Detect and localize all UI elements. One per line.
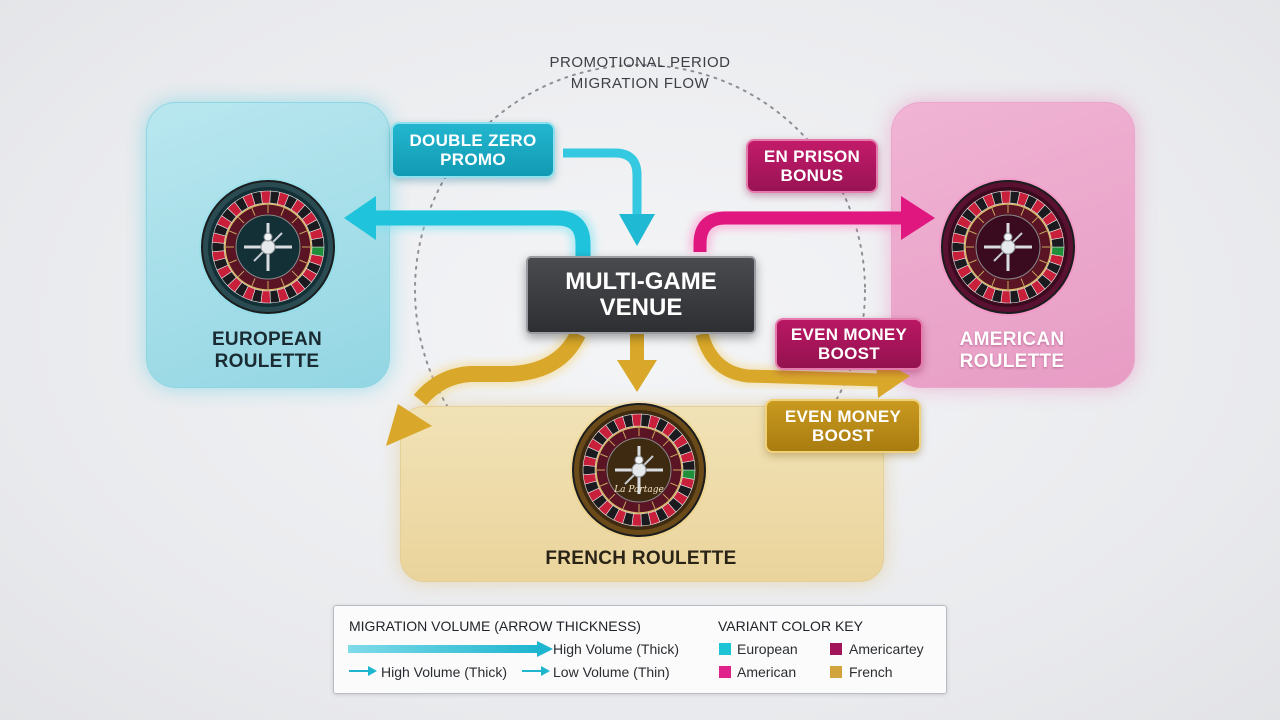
- wheel-pocket: [211, 241, 225, 253]
- arrow-to-european: [372, 210, 591, 258]
- french-roulette-label: FRENCH ROULETTE: [400, 548, 882, 570]
- legend-item-french: French: [849, 664, 893, 680]
- american-roulette-label: AMERICAN ROULETTE: [891, 329, 1133, 373]
- even-money-boost-tag-magenta: EVEN MONEY BOOST: [775, 318, 923, 370]
- arrow-head-venue-top: [619, 214, 655, 246]
- wheel-pocket: [631, 413, 642, 427]
- european-label-line-2: ROULETTE: [214, 351, 320, 372]
- arrow-head-european: [344, 196, 376, 240]
- european-roulette-wheel-icon: [199, 178, 337, 316]
- arrow-promo-to-venue: [563, 148, 642, 218]
- european-roulette-label: EUROPEAN ROULETTE: [146, 329, 388, 373]
- arrow-head-french: [617, 360, 657, 392]
- legend-color-heading: VARIANT COLOR KEY: [718, 618, 863, 634]
- wheel-pocket: [951, 241, 965, 253]
- venue-line-1: MULTI-GAME: [565, 268, 717, 295]
- arrow-to-french-left: [413, 330, 586, 406]
- wheel-pocket: [1051, 237, 1065, 248]
- en-prison-line-1: EN PRISON: [763, 147, 861, 166]
- wheel-pocket: [311, 237, 325, 248]
- double-zero-line-2: PROMO: [440, 150, 506, 169]
- multi-game-venue-node: MULTI-GAME VENUE: [526, 256, 756, 334]
- even-money-boost-tag-gold: EVEN MONEY BOOST: [765, 399, 921, 453]
- arrow-to-american: [693, 211, 903, 252]
- american-label-line-1: AMERICAN: [959, 329, 1065, 350]
- legend-box: MIGRATION VOLUME (ARROW THICKNESS) High …: [333, 605, 947, 694]
- american-roulette-wheel-icon: [939, 178, 1077, 316]
- french-label-text: FRENCH ROULETTE: [545, 548, 737, 569]
- even-money-1-line-2: BOOST: [818, 344, 880, 363]
- wheel-pocket: [682, 460, 696, 471]
- title-line-2: MIGRATION FLOW: [570, 75, 710, 92]
- thin-arrow-sample-2: [522, 666, 550, 676]
- venue-line-2: VENUE: [599, 294, 683, 321]
- wheel-pocket: [1000, 190, 1011, 204]
- legend-thick-label-right: High Volume (Thick): [553, 641, 680, 657]
- wheel-text: La Partage: [613, 485, 664, 495]
- en-prison-bonus-tag: EN PRISON BONUS: [746, 139, 878, 193]
- even-money-1-line-1: EVEN MONEY: [790, 325, 908, 344]
- legend-item-americartey: Americartey: [849, 641, 924, 657]
- diagram-title: PROMOTIONAL PERIOD MIGRATION FLOW: [500, 52, 780, 94]
- double-zero-promo-tag: DOUBLE ZERO PROMO: [391, 122, 555, 178]
- title-line-1: PROMOTIONAL PERIOD: [549, 54, 731, 71]
- arrow-venue-down: [630, 332, 644, 362]
- european-label-line-1: EUROPEAN: [211, 329, 323, 350]
- swatch-americartey: [830, 643, 842, 655]
- double-zero-line-1: DOUBLE ZERO: [409, 131, 537, 150]
- arrow-head-american: [901, 196, 935, 240]
- wheel-pocket: [260, 190, 271, 204]
- legend-thin-label: Low Volume (Thin): [553, 664, 670, 680]
- arrow-head-french-left: [386, 404, 432, 446]
- french-roulette-wheel-icon: La Partage: [570, 401, 708, 539]
- legend-item-american: American: [737, 664, 797, 680]
- even-money-2-line-1: EVEN MONEY: [784, 407, 902, 426]
- american-label-line-2: ROULETTE: [959, 351, 1065, 372]
- legend-item-european: European: [737, 641, 798, 657]
- swatch-european: [719, 643, 731, 655]
- thick-arrow-sample: [348, 641, 553, 657]
- arrow-to-american-gold: [695, 332, 881, 387]
- legend-volume-heading: MIGRATION VOLUME (ARROW THICKNESS): [349, 618, 641, 634]
- thin-arrow-sample-1: [349, 666, 377, 676]
- legend-thick-label-left: High Volume (Thick): [381, 664, 508, 680]
- swatch-american: [719, 666, 731, 678]
- wheel-pocket: [582, 464, 596, 476]
- even-money-2-line-2: BOOST: [812, 426, 874, 445]
- en-prison-line-2: BONUS: [780, 166, 844, 185]
- swatch-french: [830, 666, 842, 678]
